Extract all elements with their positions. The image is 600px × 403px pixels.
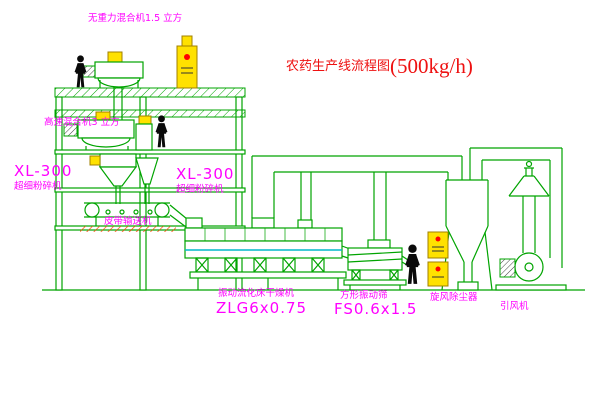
high-speed-mixer	[63, 111, 153, 151]
mill-center-model-label: XL-300	[176, 165, 234, 183]
induced-draft-fan	[495, 252, 567, 291]
control-cabinet-mid	[427, 231, 449, 259]
gravity-mixer	[82, 51, 144, 120]
duct-system	[251, 147, 563, 268]
exhaust-stack	[508, 160, 550, 253]
pulverizer-unit	[89, 153, 159, 204]
indicator-light-icon	[184, 54, 190, 60]
page-title: 农药生产线流程图(500kg/h)	[286, 54, 473, 78]
person-figure-roof	[74, 55, 87, 88]
screen-name-label: 方形振动筛	[340, 289, 388, 301]
mill-left-model-label: XL-300	[14, 162, 72, 180]
fan-label: 引风机	[500, 300, 529, 312]
mill-center-name-label: 超细粉碎机	[176, 183, 224, 195]
cyclone-separator	[441, 179, 493, 291]
screen-model-label: FS0.6x1.5	[334, 300, 417, 318]
gravity-mixer-label: 无重力混合机1.5 立方	[88, 12, 182, 24]
floor-hatch-strip	[80, 226, 176, 232]
control-cabinet-low	[427, 261, 449, 287]
high-speed-mixer-label: 高速混合机3 立方	[44, 116, 120, 128]
fluid-bed-dryer	[184, 217, 359, 290]
control-cabinet-top	[176, 35, 198, 89]
dryer-model-label: ZLG6x0.75	[216, 299, 307, 317]
belt-conveyor	[80, 202, 188, 232]
person-figure-floor2	[155, 115, 168, 148]
belt-conveyor-label: 皮带输送机	[104, 215, 152, 227]
vibrating-screen	[343, 239, 415, 290]
mill-left-name-label: 超细粉碎机	[14, 180, 62, 192]
indicator-light-icon	[435, 236, 441, 242]
person-figure-ground	[405, 244, 420, 284]
indicator-light-icon	[435, 266, 441, 272]
dryer-name-label: 振动流化床干燥机	[218, 287, 295, 299]
cyclone-label: 旋风除尘器	[430, 291, 478, 303]
dryer-springs	[195, 257, 325, 273]
